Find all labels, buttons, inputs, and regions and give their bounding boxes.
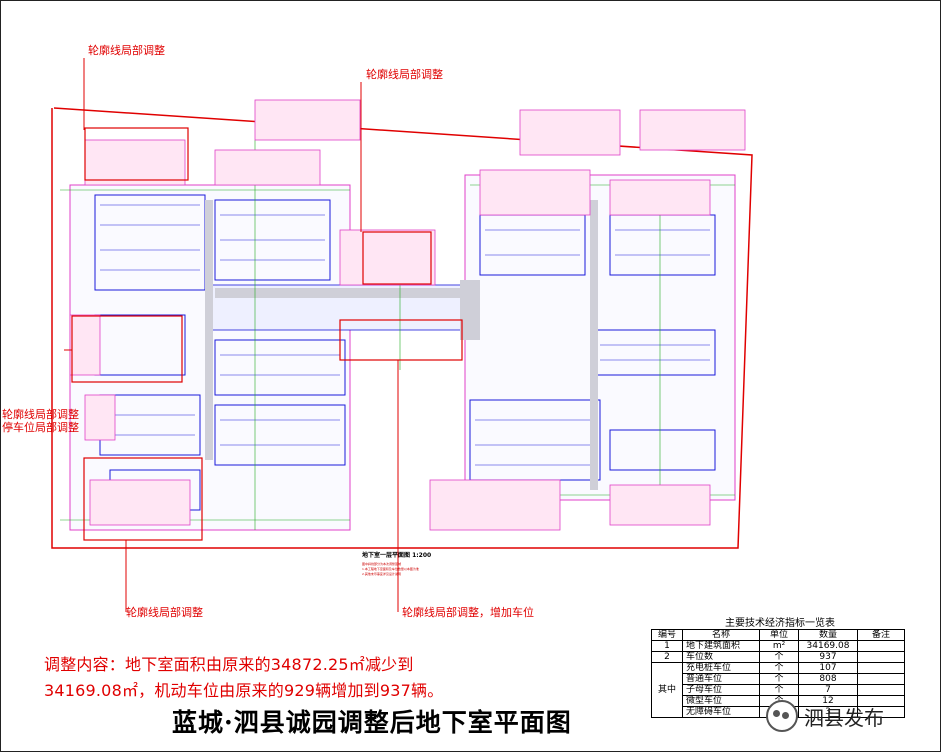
table-row: 普通车位 个 808 [652, 673, 905, 685]
table-row: 其中 充电桩车位 个 107 [651, 662, 905, 718]
cell-name: 普通车位 [682, 673, 760, 685]
cell-quantity: 937 [798, 651, 858, 663]
cell-name: 车位数 [682, 651, 760, 663]
header-remark: 备注 [857, 629, 905, 641]
cell-quantity: 7 [798, 684, 858, 696]
indicator-table-title: 主要技术经济指标一览表 [725, 618, 835, 629]
cell-unit: 个 [759, 673, 799, 685]
drawing-title: 蓝城·泗县诚园调整后地下室平面图 [172, 708, 572, 737]
plan-caption: 地下室一层平面图 1:200 [362, 552, 432, 559]
cell-name: 子母车位 [682, 684, 760, 696]
callout-outline-adjust-4: 轮廓线局部调整 [126, 606, 203, 619]
plan-note: 图中斜线部分为本次调整区域 [362, 562, 402, 566]
right-block-outline [464, 174, 736, 501]
cell-name: 无障碍车位 [682, 706, 760, 718]
cell-number: 2 [651, 651, 683, 663]
callout-outline-add-parking: 轮廓线局部调整，增加车位 [402, 606, 534, 619]
right-parking-hatch [475, 229, 710, 466]
header-name: 名称 [682, 629, 760, 641]
cell-quantity: 3 [798, 706, 858, 718]
table-row: 无障碍车位 个 3 [652, 706, 905, 718]
table-row: 子母车位 个 7 [652, 684, 905, 696]
cell-remark [857, 662, 905, 674]
header-quantity: 数量 [798, 629, 858, 641]
driveways [205, 200, 598, 490]
cell-name: 地下建筑面积 [682, 640, 760, 652]
table-row: 1 地下建筑面积 m² 34169.08 [651, 640, 905, 652]
plan-note: 1.本工程地下室面积及车位数量以本图为准 [362, 567, 419, 571]
adjustment-description-line1: 调整内容：地下室面积由原来的34872.25㎡减少到 [44, 655, 414, 674]
table-row: 微型车位 个 12 [652, 695, 905, 707]
cell-remark [857, 673, 905, 685]
cell-group-label: 其中 [651, 662, 683, 718]
cell-unit: 个 [759, 684, 799, 696]
adjustment-description-line2: 34169.08㎡，机动车位由原来的929辆增加到937辆。 [44, 681, 444, 700]
watermark-text: 泗县发布 [804, 705, 884, 730]
wechat-icon [766, 700, 798, 732]
callout-outline-adjust-2: 轮廓线局部调整 [366, 68, 443, 81]
plan-note: 2.其他未尽事宜详见设计说明 [362, 572, 401, 576]
cell-unit: m² [759, 640, 799, 652]
table-row: 2 车位数 个 937 [651, 651, 905, 663]
watermark: 泗县发布 [766, 700, 884, 732]
cell-unit: 个 [759, 662, 799, 674]
cell-unit: 个 [759, 651, 799, 663]
cell-name: 充电桩车位 [682, 662, 760, 674]
left-parking-hatch [100, 204, 340, 446]
cell-remark [857, 706, 905, 718]
callout-outline-adjust-3: 轮廓线局部调整 [2, 408, 79, 421]
cell-number: 1 [651, 640, 683, 652]
cell-name: 微型车位 [682, 695, 760, 707]
adjustment-boxes [71, 127, 463, 541]
building-cores [69, 99, 746, 531]
cell-remark [857, 651, 905, 663]
callout-parking-adjust: 停车位局部调整 [2, 421, 79, 434]
indicator-table: 编号 名称 单位 数量 备注 1 地下建筑面积 m² 34169.08 2 车位… [651, 629, 905, 718]
cell-quantity: 34169.08 [798, 640, 858, 652]
cell-quantity: 107 [798, 662, 858, 674]
callout-outline-adjust-1: 轮廓线局部调整 [88, 44, 165, 57]
cell-quantity: 808 [798, 673, 858, 685]
cell-remark [857, 684, 905, 696]
cell-remark [857, 640, 905, 652]
header-unit: 单位 [759, 629, 799, 641]
red-outline [51, 107, 753, 549]
table-header-row: 编号 名称 单位 数量 备注 [651, 629, 905, 641]
header-number: 编号 [651, 629, 683, 641]
callout-leaders [64, 58, 399, 612]
